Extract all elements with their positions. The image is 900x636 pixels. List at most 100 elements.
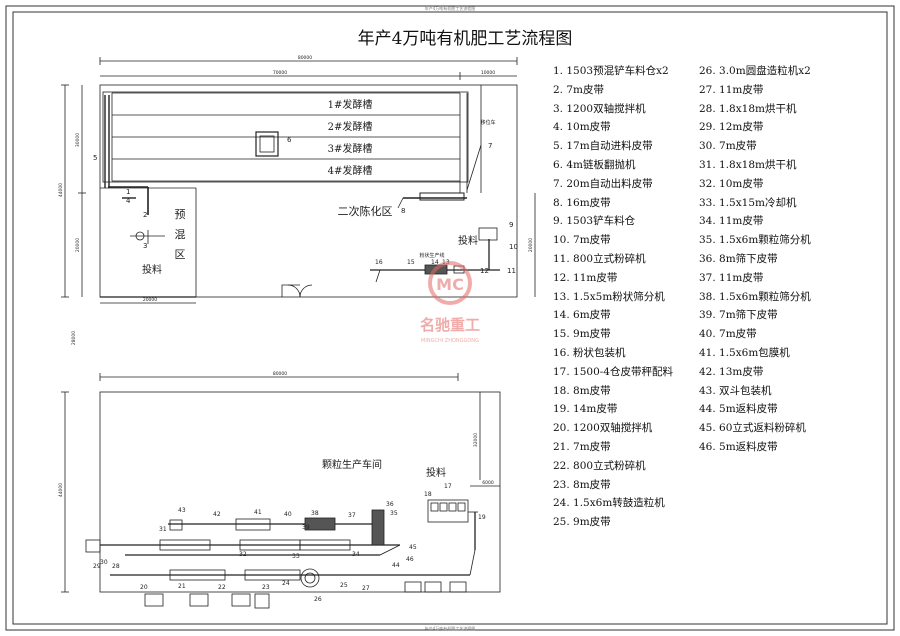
equipment-list-item: 19. 14m皮带 bbox=[553, 403, 618, 416]
equipment-list-item: 30. 7m皮带 bbox=[699, 140, 757, 153]
callout-22: 22 bbox=[218, 584, 226, 591]
equipment-list-item: 15. 9m皮带 bbox=[553, 328, 611, 341]
equipment-list-item: 29. 12m皮带 bbox=[699, 121, 764, 134]
dim-height-lower: 44000 bbox=[58, 483, 64, 497]
callout-5: 5 bbox=[93, 154, 97, 162]
equipment-list-item: 45. 60立式返料粉碎机 bbox=[699, 422, 806, 435]
dim-height-upper: 44000 bbox=[58, 183, 64, 197]
callout-44: 44 bbox=[392, 562, 400, 569]
equipment-list-item: 7. 20m自动出料皮带 bbox=[553, 177, 653, 190]
equipment-list-item: 41. 1.5x6m包膜机 bbox=[699, 346, 790, 359]
callout-23: 23 bbox=[262, 584, 270, 591]
equipment-list-item: 1. 1503预混铲车料仓x2 bbox=[553, 65, 669, 77]
dim-inner-upper: 70000 bbox=[273, 70, 287, 76]
drawing-title: 年产4万吨有机肥工艺流程图 bbox=[357, 29, 573, 49]
equipment-list-item: 35. 1.5x6m颗粒筛分机 bbox=[699, 234, 811, 247]
callout-10: 10 bbox=[509, 243, 518, 251]
equipment-list-item: 25. 9m皮带 bbox=[553, 516, 611, 529]
callout-19: 19 bbox=[478, 514, 486, 521]
watermark-logo-icon bbox=[428, 261, 472, 305]
upper-building-outline bbox=[99, 84, 518, 298]
callout-40: 40 bbox=[284, 511, 292, 518]
equipment-list-item: 14. 6m皮带 bbox=[553, 309, 611, 322]
tank-4-label: 4#发酵槽 bbox=[328, 164, 373, 177]
equipment-list-item: 31. 1.8x18m烘干机 bbox=[699, 158, 797, 171]
equipment-list-item: 18. 8m皮带 bbox=[553, 384, 611, 397]
equipment-list-item: 2. 7m皮带 bbox=[553, 83, 604, 96]
equipment-list-item: 38. 1.5x6m颗粒筛分机 bbox=[699, 290, 811, 303]
brand-watermark: MC 名驰重工 MINGCHI ZHONGGONG bbox=[420, 261, 480, 344]
feed-label-left: 投料 bbox=[142, 263, 162, 276]
equipment-list-item: 5. 17m自动进料皮带 bbox=[553, 140, 653, 153]
callout-27: 27 bbox=[362, 585, 370, 592]
callout-46: 46 bbox=[406, 556, 414, 563]
premix-zone-char-3: 区 bbox=[175, 248, 186, 261]
callout-37: 37 bbox=[348, 512, 356, 519]
callout-14: 14 bbox=[431, 259, 439, 266]
tank-1-label: 1#发酵槽 bbox=[328, 98, 373, 111]
lower-plan bbox=[61, 373, 501, 609]
equipment-list-item: 9. 1503铲车料仓 bbox=[553, 215, 636, 228]
feed-label-right: 投料 bbox=[458, 234, 478, 247]
equipment-list-item: 43. 双斗包装机 bbox=[699, 384, 772, 397]
callout-31: 31 bbox=[159, 526, 167, 533]
callout-1: 1 bbox=[126, 188, 130, 196]
equipment-list-item: 39. 7m筛下皮带 bbox=[699, 309, 778, 322]
lower-building-outline bbox=[99, 391, 501, 593]
callout-9: 9 bbox=[509, 221, 513, 229]
callout-3: 3 bbox=[143, 242, 147, 250]
callout-4: 4 bbox=[126, 197, 131, 205]
equipment-list-item: 46. 5m返料皮带 bbox=[699, 440, 778, 453]
callout-11: 11 bbox=[507, 267, 516, 275]
callout-25: 25 bbox=[340, 582, 348, 589]
feed-label-lower: 投料 bbox=[426, 466, 446, 479]
equipment-list-item: 8. 16m皮带 bbox=[553, 196, 611, 209]
coating-machine bbox=[235, 518, 271, 531]
callout-45: 45 bbox=[409, 544, 417, 551]
equipment-list-item: 42. 13m皮带 bbox=[699, 365, 764, 378]
dim-overall-lower: 80000 bbox=[273, 371, 287, 377]
equipment-list-item: 21. 7m皮带 bbox=[553, 440, 611, 453]
granule-workshop-label: 颗粒生产车间 bbox=[322, 458, 382, 471]
watermark-brand: 名驰重工 bbox=[420, 316, 480, 334]
callout-8: 8 bbox=[401, 207, 405, 215]
secondary-aging-zone-label: 二次陈化区 bbox=[338, 204, 393, 218]
callout-41: 41 bbox=[254, 509, 262, 516]
dim-tank-height: 30000 bbox=[75, 133, 81, 147]
equipment-list-item: 40. 7m皮带 bbox=[699, 328, 757, 341]
callout-39: 39 bbox=[302, 524, 310, 531]
screen-38 bbox=[304, 517, 336, 531]
callout-21: 21 bbox=[178, 583, 186, 590]
dim-right-height: 20000 bbox=[528, 238, 534, 252]
equipment-list-item: 24. 1.5x6m转鼓造粒机 bbox=[553, 497, 665, 510]
dim-right-lower: 32000 bbox=[473, 433, 479, 447]
premix-zone-char-1: 预 bbox=[175, 208, 186, 221]
shifter-label: 移位车 bbox=[480, 119, 495, 126]
batching-bins bbox=[427, 499, 469, 523]
equipment-list-item: 44. 5m返料皮带 bbox=[699, 403, 778, 416]
equipment-list-item: 13. 1.5x5m粉状筛分机 bbox=[553, 290, 665, 303]
equipment-list-item: 36. 8m筛下皮带 bbox=[699, 252, 778, 265]
screen-35 bbox=[371, 509, 385, 546]
watermark-sub: MINGCHI ZHONGGONG bbox=[421, 338, 479, 344]
upper-plan bbox=[61, 57, 536, 304]
top-strip-text: 年产4万吨有机肥工艺流程图 bbox=[425, 5, 476, 11]
callout-30: 30 bbox=[100, 559, 108, 566]
equipment-list-item: 23. 8m皮带 bbox=[553, 478, 611, 491]
callout-16: 16 bbox=[375, 259, 383, 266]
equipment-list-item: 10. 7m皮带 bbox=[553, 234, 611, 247]
equipment-list-item: 28. 1.8x18m烘干机 bbox=[699, 102, 797, 115]
powder-line-label: 粉状生产线 bbox=[419, 252, 444, 259]
callout-32: 32 bbox=[239, 551, 247, 558]
hopper-9 bbox=[478, 227, 498, 241]
equipment-list-item: 20. 1200双轴搅拌机 bbox=[553, 422, 653, 435]
callout-38: 38 bbox=[311, 510, 319, 517]
dim-left-upper: 20000 bbox=[143, 297, 157, 303]
dim-overall-upper: 80000 bbox=[298, 55, 312, 61]
dim-sub-height: 20000 bbox=[75, 238, 81, 252]
callout-33: 33 bbox=[292, 553, 300, 560]
callout-28: 28 bbox=[112, 563, 120, 570]
callout-12: 12 bbox=[480, 267, 489, 275]
